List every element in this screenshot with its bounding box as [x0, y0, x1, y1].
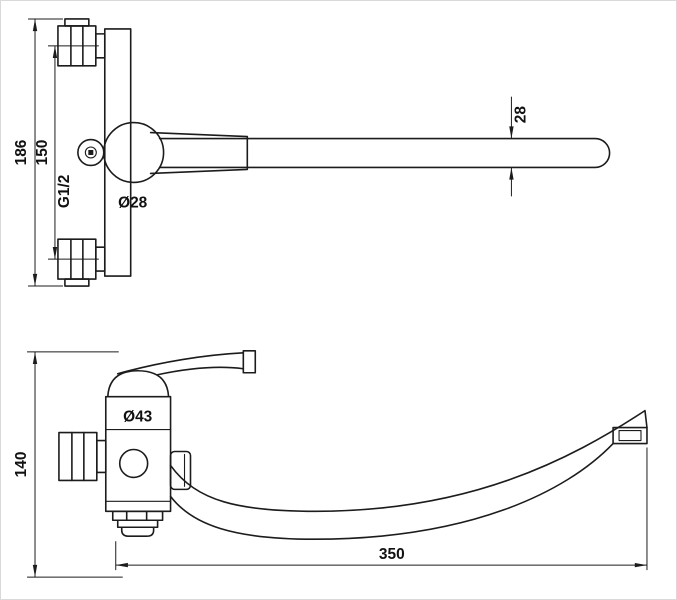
wall-bar-and-fittings [57, 18, 132, 287]
top-view: 186 150 G1/2 Ø28 28 [13, 18, 611, 287]
front-view-dimensions: 140 Ø43 350 [13, 351, 648, 578]
inlet-nut-front [58, 431, 107, 482]
dim-height: 140 [13, 452, 30, 478]
spout-front-outline [169, 409, 648, 540]
body-diameter-label-top: Ø28 [118, 194, 148, 211]
extension-lines-top [28, 18, 99, 287]
front-view: 140 Ø43 350 [13, 350, 648, 578]
handle-lever [116, 350, 257, 376]
body-joint-lines [105, 429, 172, 502]
inlet-port [77, 138, 105, 167]
cartridge-dome [106, 369, 170, 398]
thread-size-label: G1/2 [56, 175, 73, 208]
dim-spout-width: 28 [512, 106, 529, 124]
extension-lines-front [27, 351, 648, 578]
body-diameter-label-front: Ø43 [123, 409, 153, 426]
dim-spout-reach: 350 [379, 546, 405, 563]
spout-top-outline [158, 137, 611, 169]
dim-overall-height: 186 [13, 139, 30, 165]
bottom-outlet [111, 510, 164, 538]
dim-mounting-centers: 150 [34, 140, 51, 166]
body-screw-circle [118, 448, 149, 479]
top-view-dimensions: 186 150 G1/2 Ø28 28 [13, 18, 529, 287]
handle-top-outline [149, 131, 249, 175]
